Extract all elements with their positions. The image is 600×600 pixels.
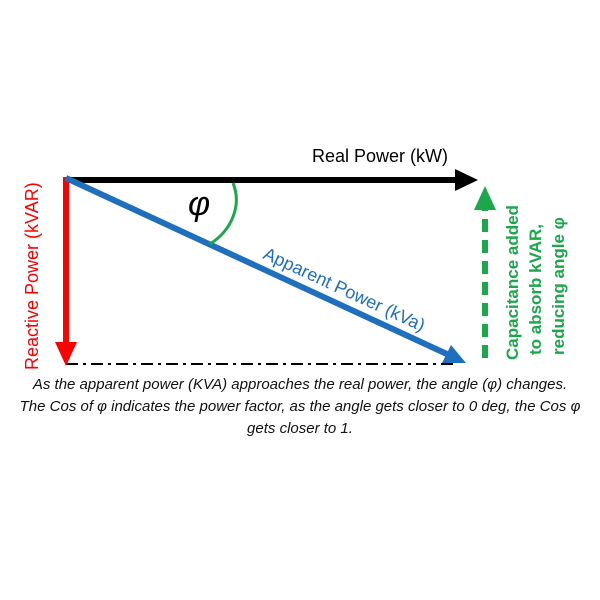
real-power-label: Real Power (kW) (312, 146, 448, 166)
apparent-power-arrow (64, 175, 466, 363)
caption-line-3: gets closer to 1. (247, 420, 353, 437)
caption-line-2: The Cos of φ indicates the power factor,… (19, 398, 581, 415)
caption: As the apparent power (KVA) approaches t… (0, 374, 600, 440)
capacitance-label-line2: to absorb kVAR, (526, 224, 545, 355)
capacitance-label: Capacitance added to absorb kVAR, reduci… (503, 205, 568, 360)
reactive-power-arrow (55, 177, 77, 366)
reactive-power-label: Reactive Power (kVAR) (22, 182, 42, 370)
angle-symbol: φ (188, 185, 210, 223)
capacitance-arrow (474, 186, 496, 358)
apparent-power-label: Apparent Power (kVa) (260, 243, 428, 335)
real-power-arrow (66, 169, 478, 191)
caption-line-1: As the apparent power (KVA) approaches t… (32, 376, 568, 393)
capacitance-label-line3: reducing angle φ (549, 217, 568, 355)
capacitance-label-line1: Capacitance added (503, 205, 522, 360)
angle-arc (209, 182, 238, 246)
